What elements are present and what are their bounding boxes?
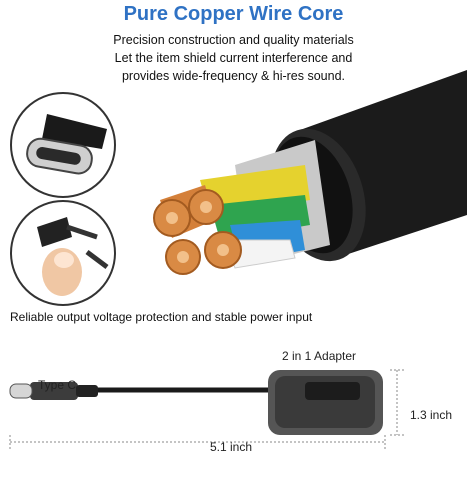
type-c-label: Type C [38,378,77,392]
adapter-dimension-diagram [9,369,405,450]
description-line: Let the item shield current interference… [114,51,353,65]
adapter-label: 2 in 1 Adapter [282,349,357,363]
adapter-hand-icon [37,217,109,296]
headline: Pure Copper Wire Core [123,3,344,25]
copper-strands [153,185,242,275]
inner-wires [200,165,310,269]
description: Precision construction and quality mater… [0,31,467,85]
type-c-plug [9,382,98,400]
dimension-lines [9,369,405,450]
cable-cross-section-illustration [153,70,467,275]
height-dimension-label: 1.3 inch [410,408,453,422]
adapter-housing [268,370,383,435]
description-line: provides wide-frequency & hi-res sound. [121,69,346,83]
adapter-in-hand-closeup [10,200,116,306]
width-dimension-label: 5.1 inch [210,440,253,454]
usb-c-plug-closeup [10,92,116,198]
feature-caption: Reliable output voltage protection and s… [10,310,313,324]
description-line: Precision construction and quality mater… [113,33,354,47]
usb-c-plug-icon [26,114,107,175]
